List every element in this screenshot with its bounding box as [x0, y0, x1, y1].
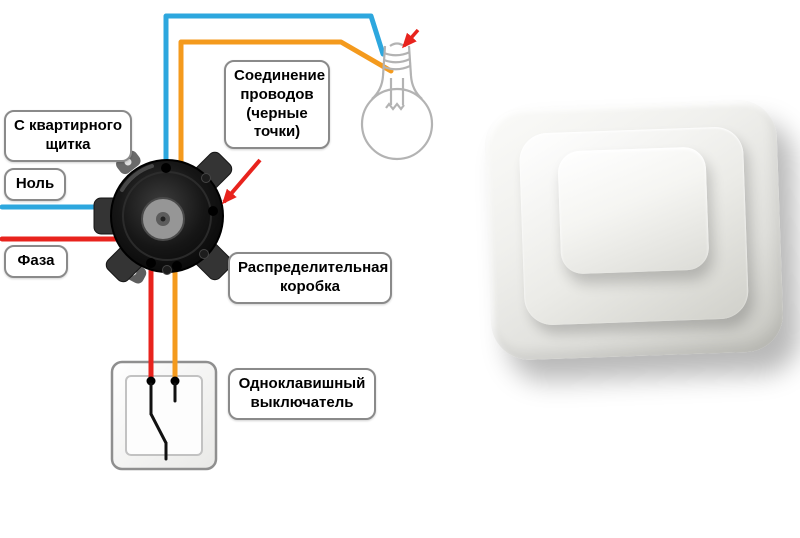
connection-dot	[208, 206, 218, 216]
switch-symbol	[146, 376, 180, 461]
bulb-filament	[385, 102, 405, 111]
bulb-thread	[383, 57, 411, 64]
switch-symbol-lever	[149, 412, 168, 445]
switched-wire-top	[178, 39, 394, 208]
neutral-wire-top	[163, 13, 386, 181]
light-bulb	[360, 42, 434, 161]
box-center-dot	[160, 216, 166, 222]
box-bump	[199, 249, 209, 259]
label-switch: Одноклавишный выключатель	[228, 368, 376, 420]
connection-dot	[161, 163, 171, 173]
switch-plate-inner	[125, 375, 203, 456]
bulb-base-side	[407, 45, 413, 77]
label-phase: Фаза	[4, 245, 68, 278]
bulb-tip	[389, 42, 405, 47]
pointer-arrow-bulb	[402, 28, 420, 49]
switch-photo-rocker	[557, 146, 710, 275]
connection-dot	[146, 258, 156, 268]
bulb-thread	[383, 50, 411, 57]
switch-terminal	[170, 376, 180, 386]
pointer-arrow-connection	[222, 158, 262, 205]
switch-photo-plate	[483, 98, 785, 362]
label-panel: С квартирного щитка	[4, 110, 132, 162]
box-bump	[201, 173, 211, 183]
box-bump	[162, 265, 172, 275]
wall-switch-photo	[476, 88, 798, 392]
label-connection: Соединение проводов (черные точки)	[224, 60, 330, 149]
switch-schematic	[110, 360, 218, 471]
connection-dots	[146, 163, 218, 271]
label-junction-box: Распределительная коробка	[228, 252, 392, 304]
label-neutral: Ноль	[4, 168, 66, 201]
switch-terminal	[146, 376, 156, 386]
bulb-glass	[360, 87, 434, 161]
box-highlight	[120, 164, 154, 192]
switch-photo-base	[518, 126, 750, 326]
bulb-thread	[383, 64, 411, 71]
connection-dot	[172, 261, 182, 271]
